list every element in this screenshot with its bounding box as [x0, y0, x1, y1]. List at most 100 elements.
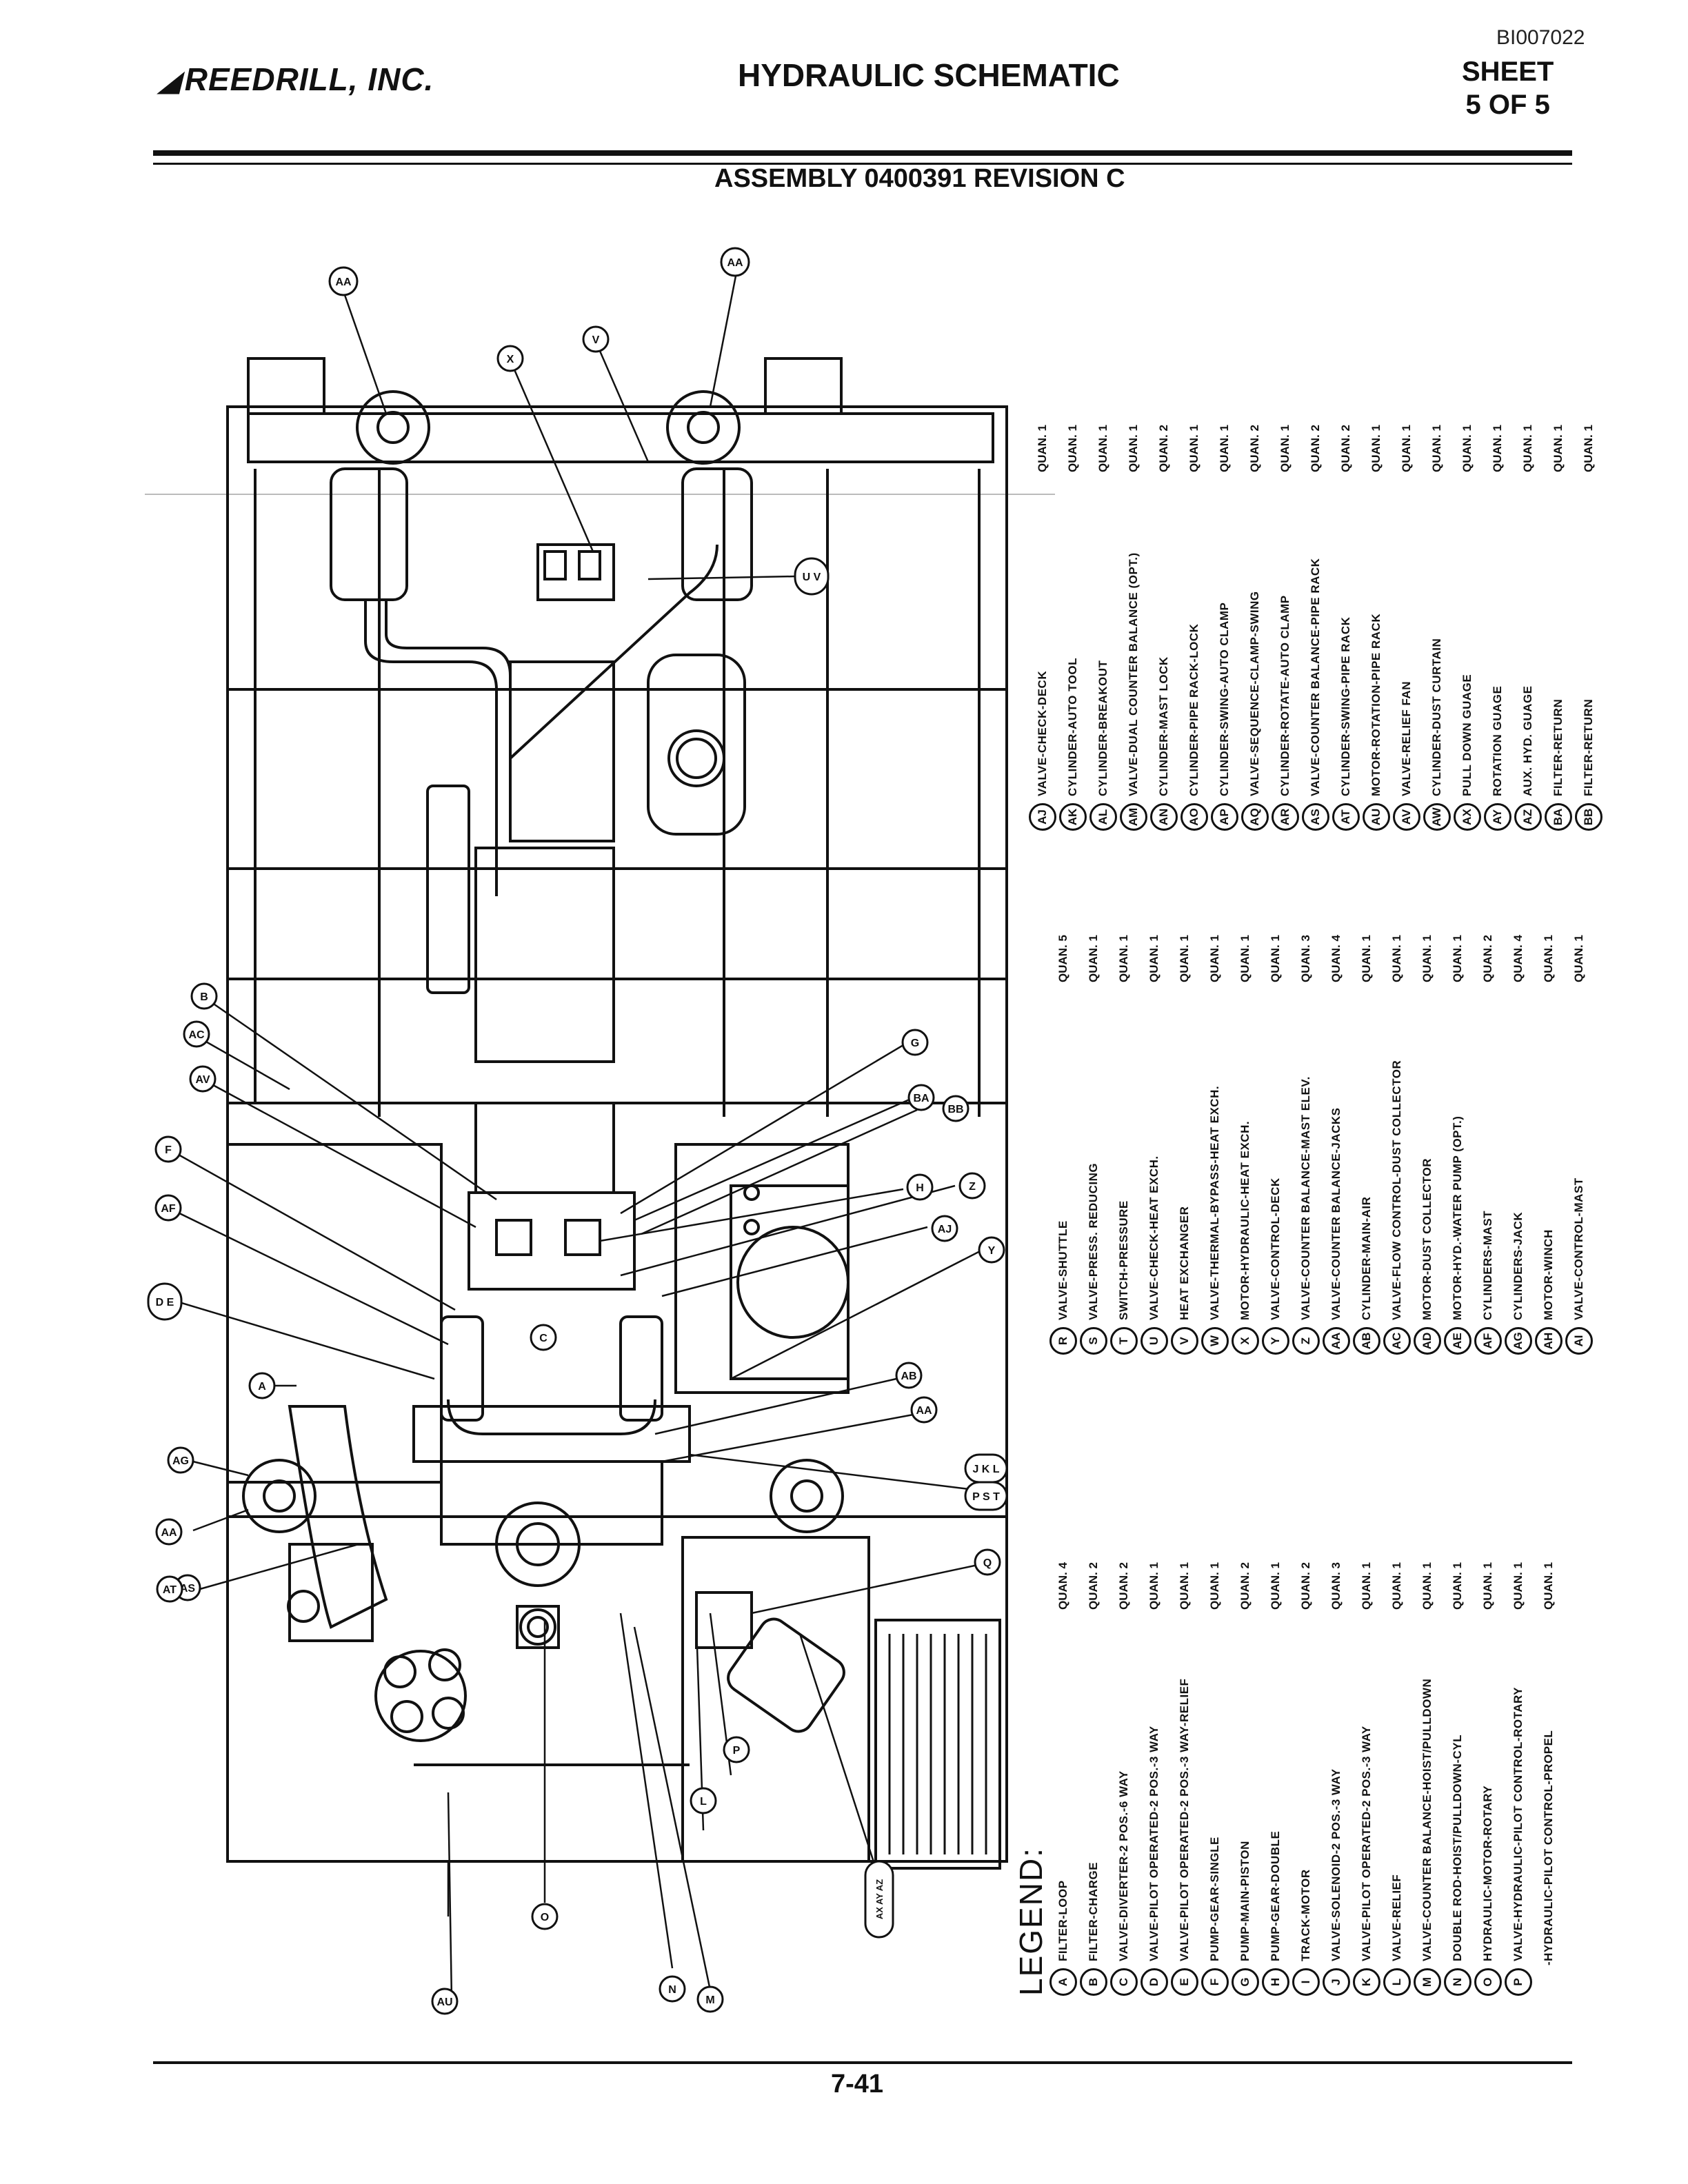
legend-key-badge: AE [1444, 1327, 1471, 1355]
callout-c: C [530, 1324, 557, 1351]
legend-heading: LEGEND: [1013, 1847, 1049, 1996]
legend-description: VALVE-SEQUENCE-CLAMP-SWING [1248, 591, 1261, 796]
legend-quantity: QUAN. 1 [1451, 1562, 1464, 1610]
legend-key-badge: A [1049, 1968, 1077, 1996]
legend-key-badge: BA [1545, 803, 1572, 831]
svg-text:AV: AV [195, 1074, 210, 1086]
legend-description: MOTOR-DUST COLLECTOR [1420, 1157, 1434, 1320]
svg-text:G: G [911, 1038, 919, 1049]
legend-description: CYLINDER-MAIN-AIR [1360, 1196, 1373, 1320]
legend-description: FILTER-LOOP [1056, 1880, 1069, 1961]
legend-quantity: QUAN. 1 [1521, 425, 1534, 472]
legend-key-badge: S [1080, 1327, 1107, 1355]
svg-text:AJ: AJ [938, 1224, 952, 1235]
legend-quantity: QUAN. 1 [1218, 425, 1231, 472]
svg-text:U V: U V [803, 572, 821, 583]
legend-description: VALVE-COUNTER BALANCE-JACKS [1329, 1107, 1343, 1321]
legend-key-badge: AM [1120, 803, 1147, 831]
legend-description: MOTOR-HYD.-WATER PUMP (OPT.) [1451, 1115, 1464, 1320]
legend-key-badge: J [1323, 1968, 1350, 1996]
legend-quantity: QUAN. 1 [1420, 935, 1434, 982]
legend-quantity: QUAN. 2 [1157, 425, 1170, 472]
legend-description: VALVE-FLOW CONTROL-DUST COLLECTOR [1390, 1060, 1403, 1320]
legend-description: VALVE-CHECK-HEAT EXCH. [1147, 1155, 1160, 1320]
callout-ax-ay-az: AX AY AZ [864, 1860, 894, 1939]
legend-quantity: QUAN. 2 [1248, 425, 1261, 472]
legend-description: CYLINDERS-MAST [1481, 1210, 1494, 1320]
legend-description: TRACK-MOTOR [1299, 1869, 1312, 1961]
callout-z: Z [958, 1172, 986, 1200]
legend-quantity: QUAN. 1 [1400, 425, 1413, 472]
legend-quantity: QUAN. 1 [1066, 425, 1079, 472]
callout-aj: AJ [931, 1215, 958, 1242]
legend-quantity: QUAN. 1 [1096, 425, 1109, 472]
page-title: HYDRAULIC SCHEMATIC [738, 57, 1120, 93]
svg-text:M: M [705, 1994, 714, 2006]
legend-key-badge: N [1444, 1968, 1471, 1996]
legend-quantity: QUAN. 1 [1420, 1562, 1434, 1610]
legend-quantity: QUAN. 1 [1187, 425, 1200, 472]
legend-quantity: QUAN. 1 [1269, 1562, 1282, 1610]
svg-text:AB: AB [901, 1371, 916, 1382]
callout-f: F [154, 1135, 182, 1163]
callout-at: AT [156, 1575, 183, 1603]
legend-quantity: QUAN. 1 [1511, 1562, 1525, 1610]
legend-description: VALVE-COUNTER BALANCE-HOIST/PULLDOWN [1420, 1678, 1434, 1961]
legend-key-badge: AS [1302, 803, 1329, 831]
legend-description: DOUBLE ROD-HOIST/PULLDOWN-CYL [1451, 1735, 1464, 1961]
legend-quantity: QUAN. 1 [1178, 935, 1191, 982]
legend-description: VALVE-CHECK-DECK [1036, 670, 1049, 796]
svg-text:F: F [165, 1144, 172, 1156]
legend-key-badge: AF [1474, 1327, 1502, 1355]
legend-key-badge: AP [1211, 803, 1238, 831]
legend-quantity: QUAN. 1 [1542, 935, 1555, 982]
legend-description: CYLINDER-DUST CURTAIN [1430, 638, 1443, 796]
callout-bb: BB [942, 1095, 969, 1122]
svg-text:AX AY AZ: AX AY AZ [874, 1879, 885, 1919]
legend-key-badge: D [1141, 1968, 1168, 1996]
svg-text:P S T: P S T [972, 1491, 1000, 1503]
legend-quantity: QUAN. 1 [1178, 1562, 1191, 1610]
legend-quantity: QUAN. 3 [1299, 935, 1312, 982]
legend-description: CYLINDERS-JACK [1511, 1211, 1525, 1320]
legend-quantity: QUAN. 2 [1339, 425, 1352, 472]
callout-af: AF [154, 1194, 182, 1222]
legend-description: FILTER-RETURN [1582, 698, 1595, 796]
legend-quantity: QUAN. 1 [1572, 935, 1585, 982]
callout-a: A [248, 1372, 276, 1399]
legend-key-badge: AO [1180, 803, 1208, 831]
legend-key-badge: AB [1353, 1327, 1380, 1355]
svg-text:AT: AT [163, 1584, 177, 1596]
legend-quantity: QUAN. 1 [1117, 935, 1130, 982]
svg-text:L: L [700, 1796, 707, 1808]
sheet-indicator: SHEET 5 OF 5 [1462, 55, 1554, 121]
legend-description: CYLINDER-SWING-PIPE RACK [1339, 616, 1352, 796]
legend-description: VALVE-DUAL COUNTER BALANCE (OPT.) [1127, 552, 1140, 796]
callout-h: H [906, 1173, 934, 1201]
legend-description: FILTER-RETURN [1551, 698, 1565, 796]
legend-item: AM VALVE-DUAL COUNTER BALANCE (OPT.) QUAN.… [1118, 403, 1149, 831]
legend-quantity: QUAN. 1 [1491, 425, 1504, 472]
legend-quantity: QUAN. 1 [1127, 425, 1140, 472]
legend-description: CYLINDER-ROTATE-AUTO CLAMP [1278, 595, 1292, 796]
legend-quantity: QUAN. 2 [1117, 1562, 1130, 1610]
callout-v: V [582, 325, 610, 353]
legend-key-badge: V [1171, 1327, 1198, 1355]
callout-au: AU [431, 1988, 459, 2015]
legend-quantity: QUAN. 1 [1369, 425, 1383, 472]
